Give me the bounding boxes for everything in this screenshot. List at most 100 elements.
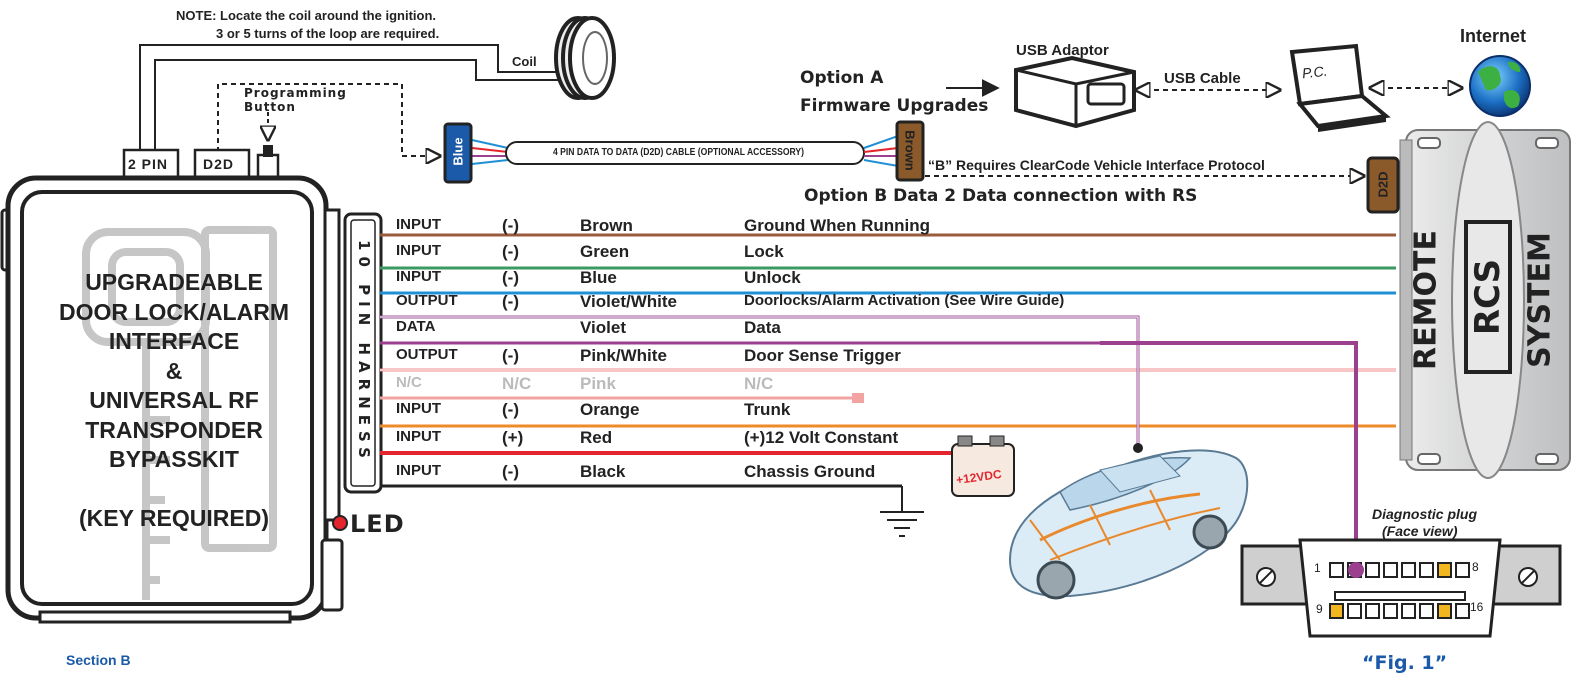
diagnostic-pin <box>1329 603 1344 619</box>
wire-color: Pink/White <box>580 346 667 365</box>
coil-wires <box>139 44 560 150</box>
brown-plug-label: Brown <box>902 130 918 171</box>
note-line-2: 3 or 5 turns of the loop are required. <box>216 26 440 41</box>
wire-color: Black <box>580 462 626 481</box>
wire-type: OUTPUT <box>396 346 458 363</box>
blue-plug <box>443 122 473 184</box>
wire-cap <box>852 393 864 403</box>
d2d-cable-label: 4 PIN DATA TO DATA (D2D) CABLE (OPTIONAL… <box>553 147 804 158</box>
led-label: LED <box>350 510 405 538</box>
diagnostic-pin <box>1455 603 1470 619</box>
programming-button-label: Programming Button <box>244 86 347 114</box>
wire-type: OUTPUT <box>396 292 458 309</box>
pin16-label: 16 <box>1470 600 1484 614</box>
wire-function: Chassis Ground <box>744 462 876 481</box>
wire-polarity: (-) <box>502 216 519 235</box>
pin1-label: 1 <box>1314 561 1321 575</box>
remote-label: REMOTE <box>1408 230 1444 370</box>
battery-icon <box>951 435 1015 497</box>
two-pin-label: 2 PIN <box>128 156 169 172</box>
pin9-label: 9 <box>1316 602 1323 616</box>
d2d-port-label: D2D <box>1375 171 1391 198</box>
d2d-cable <box>443 120 925 184</box>
wire-type: DATA <box>396 318 436 335</box>
remote-system-module <box>1366 121 1571 479</box>
pin8-label: 8 <box>1472 560 1479 574</box>
wire-polarity: (-) <box>502 400 519 419</box>
ground-symbol-icon <box>880 486 924 537</box>
option-b-requires: “B” Requires ClearCode Vehicle Interface… <box>928 157 1265 173</box>
wire-type: N/C <box>396 374 422 391</box>
wire-polarity: (+) <box>502 428 524 447</box>
wire-function: (+)12 Volt Constant <box>744 428 899 447</box>
harness-label: 10 PIN HARNESS <box>355 240 373 464</box>
brown-plug <box>895 120 925 182</box>
diagnostic-pin <box>1383 562 1398 578</box>
violet-to-diagnostic <box>1100 341 1358 568</box>
option-b-title: Option B Data 2 Data connection with RS <box>804 186 1198 206</box>
usb-adaptor-label: USB Adaptor <box>1016 42 1109 59</box>
diagnostic-pin <box>1365 603 1380 619</box>
pin1-connection-dot <box>1348 562 1364 578</box>
note-line-1: NOTE: Locate the coil around the ignitio… <box>176 8 436 23</box>
wire-polarity: (-) <box>502 268 519 287</box>
option-a-line-1: Option A <box>800 68 884 88</box>
violet-white-to-car-inner <box>380 316 1139 448</box>
led-indicator <box>332 515 348 531</box>
figure-label: “Fig. 1” <box>1362 652 1448 674</box>
diagnostic-pin <box>1365 562 1380 578</box>
wire-type: INPUT <box>396 462 441 479</box>
internet-label: Internet <box>1460 26 1527 46</box>
system-label: SYSTEM <box>1522 232 1558 368</box>
wire-color: Violet/White <box>580 292 677 311</box>
coil-label: Coil <box>512 54 537 69</box>
wire-color: Pink <box>580 374 616 393</box>
wire-type: INPUT <box>396 400 441 417</box>
wire-color: Green <box>580 242 630 261</box>
wire-function: Unlock <box>744 268 801 287</box>
wire-polarity: (-) <box>502 242 519 261</box>
wire-polarity: (-) <box>502 462 519 481</box>
wire-color: Red <box>580 428 613 447</box>
d2d-dashed-link <box>217 83 440 156</box>
wire-function: Doorlocks/Alarm Activation (See Wire Gui… <box>744 292 1065 309</box>
wire-function: Lock <box>744 242 784 261</box>
diagnostic-pin <box>1383 603 1398 619</box>
diagnostic-pin <box>1437 603 1452 619</box>
wire-polarity: (-) <box>502 292 519 311</box>
wire-function: Door Sense Trigger <box>744 346 901 365</box>
d2d-port <box>1366 156 1400 214</box>
wire-lines <box>380 233 1396 488</box>
d2d-label: D2D <box>203 156 235 172</box>
pins-top-row <box>1329 562 1470 578</box>
interface-module <box>0 175 348 624</box>
wire-polarity: (-) <box>502 346 519 365</box>
diagnostic-pin <box>1401 562 1416 578</box>
pins-bottom-row <box>1329 603 1470 619</box>
rcs-label: RCS <box>1468 258 1508 336</box>
diagnostic-subtitle: (Face view) <box>1382 523 1458 539</box>
wire-color: Blue <box>580 268 617 287</box>
usb-adaptor-icon <box>1014 55 1136 129</box>
wire-type: INPUT <box>396 216 441 233</box>
wire-function: Data <box>744 318 781 337</box>
wire-type: INPUT <box>396 428 441 445</box>
wire-function: Ground When Running <box>744 216 931 235</box>
d2d-connector <box>193 148 251 180</box>
laptop-icon <box>1289 43 1391 132</box>
wire-color: Brown <box>580 216 633 235</box>
usb-cable-label: USB Cable <box>1164 70 1241 87</box>
wire-type: INPUT <box>396 242 441 259</box>
coil-icon <box>554 16 616 100</box>
car-icon <box>1008 449 1249 600</box>
diagnostic-pin <box>1347 603 1362 619</box>
diagnostic-pin <box>1437 562 1452 578</box>
blue-plug-label: Blue <box>450 137 466 166</box>
pc-label: P.C. <box>1301 62 1329 82</box>
diagnostic-pin <box>1401 603 1416 619</box>
diagnostic-pin <box>1419 562 1434 578</box>
wire-color: Violet <box>580 318 626 337</box>
diagnostic-pin <box>1329 562 1344 578</box>
diagnostic-title: Diagnostic plug <box>1372 506 1477 522</box>
